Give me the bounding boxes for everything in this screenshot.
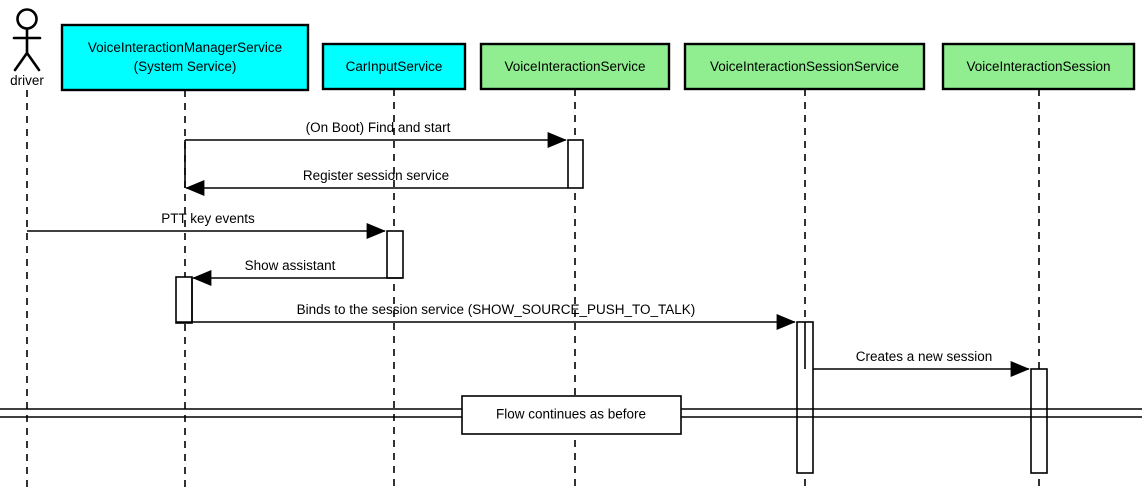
message-msg-5: Binds to the session service (SHOW_SOURC… <box>176 302 796 330</box>
message-label: (On Boot) Find and start <box>306 120 451 135</box>
participant-label-line2: (System Service) <box>134 59 237 74</box>
flow-divider-layer: Flow continues as before <box>0 395 1142 435</box>
participant-box-shape <box>941 42 1136 91</box>
message-label: Creates a new session <box>856 349 993 364</box>
actor-leg-right <box>25 51 41 72</box>
message-label: Binds to the session service (SHOW_SOURC… <box>297 302 696 317</box>
actor-layer: driver <box>10 8 44 89</box>
participant-box-shape <box>683 42 926 91</box>
activation-bars-layer <box>175 139 1048 474</box>
participant-box-carinput[interactable]: CarInputService <box>321 42 467 91</box>
message-msg-3: PTT key events <box>27 211 386 239</box>
message-msg-6: Creates a new session <box>813 349 1030 377</box>
divider-note-box <box>461 395 682 435</box>
participant-box-shape <box>479 42 671 91</box>
participant-box-vims[interactable]: VoiceInteractionManagerService (System Se… <box>60 23 310 92</box>
activation-bar-vis <box>567 139 584 189</box>
participant-label-line1: VoiceInteractionManagerService <box>88 40 282 55</box>
activation-bar-vims <box>175 276 193 324</box>
participant-label: CarInputService <box>346 59 443 74</box>
actor-driver[interactable]: driver <box>10 8 44 89</box>
participant-box-shape <box>321 42 467 91</box>
message-label: Show assistant <box>245 258 336 273</box>
activation-bar-carinput <box>386 230 404 279</box>
message-msg-4: Show assistant <box>192 258 402 286</box>
activation-bar-visession <box>1030 368 1048 474</box>
participant-box-shape <box>60 23 310 92</box>
participant-box-viss[interactable]: VoiceInteractionSessionService <box>683 42 926 91</box>
participant-label: VoiceInteractionSession <box>966 59 1110 74</box>
message-msg-2: Register session service <box>185 168 568 196</box>
message-label: PTT key events <box>161 211 255 226</box>
participant-label: VoiceInteractionSessionService <box>710 59 899 74</box>
stick-figure-actor-icon <box>16 8 38 30</box>
flow-divider: Flow continues as before <box>0 395 1142 435</box>
participant-box-visession[interactable]: VoiceInteractionSession <box>941 42 1136 91</box>
participant-box-vis[interactable]: VoiceInteractionService <box>479 42 671 91</box>
message-msg-1: (On Boot) Find and start <box>185 120 567 148</box>
participant-label: VoiceInteractionService <box>504 59 645 74</box>
message-label: Register session service <box>303 168 449 183</box>
divider-note-label: Flow continues as before <box>496 407 646 422</box>
participant-boxes-layer: VoiceInteractionManagerService (System Se… <box>60 23 1136 92</box>
actor-leg-left <box>13 51 29 72</box>
actor-label: driver <box>10 73 44 88</box>
